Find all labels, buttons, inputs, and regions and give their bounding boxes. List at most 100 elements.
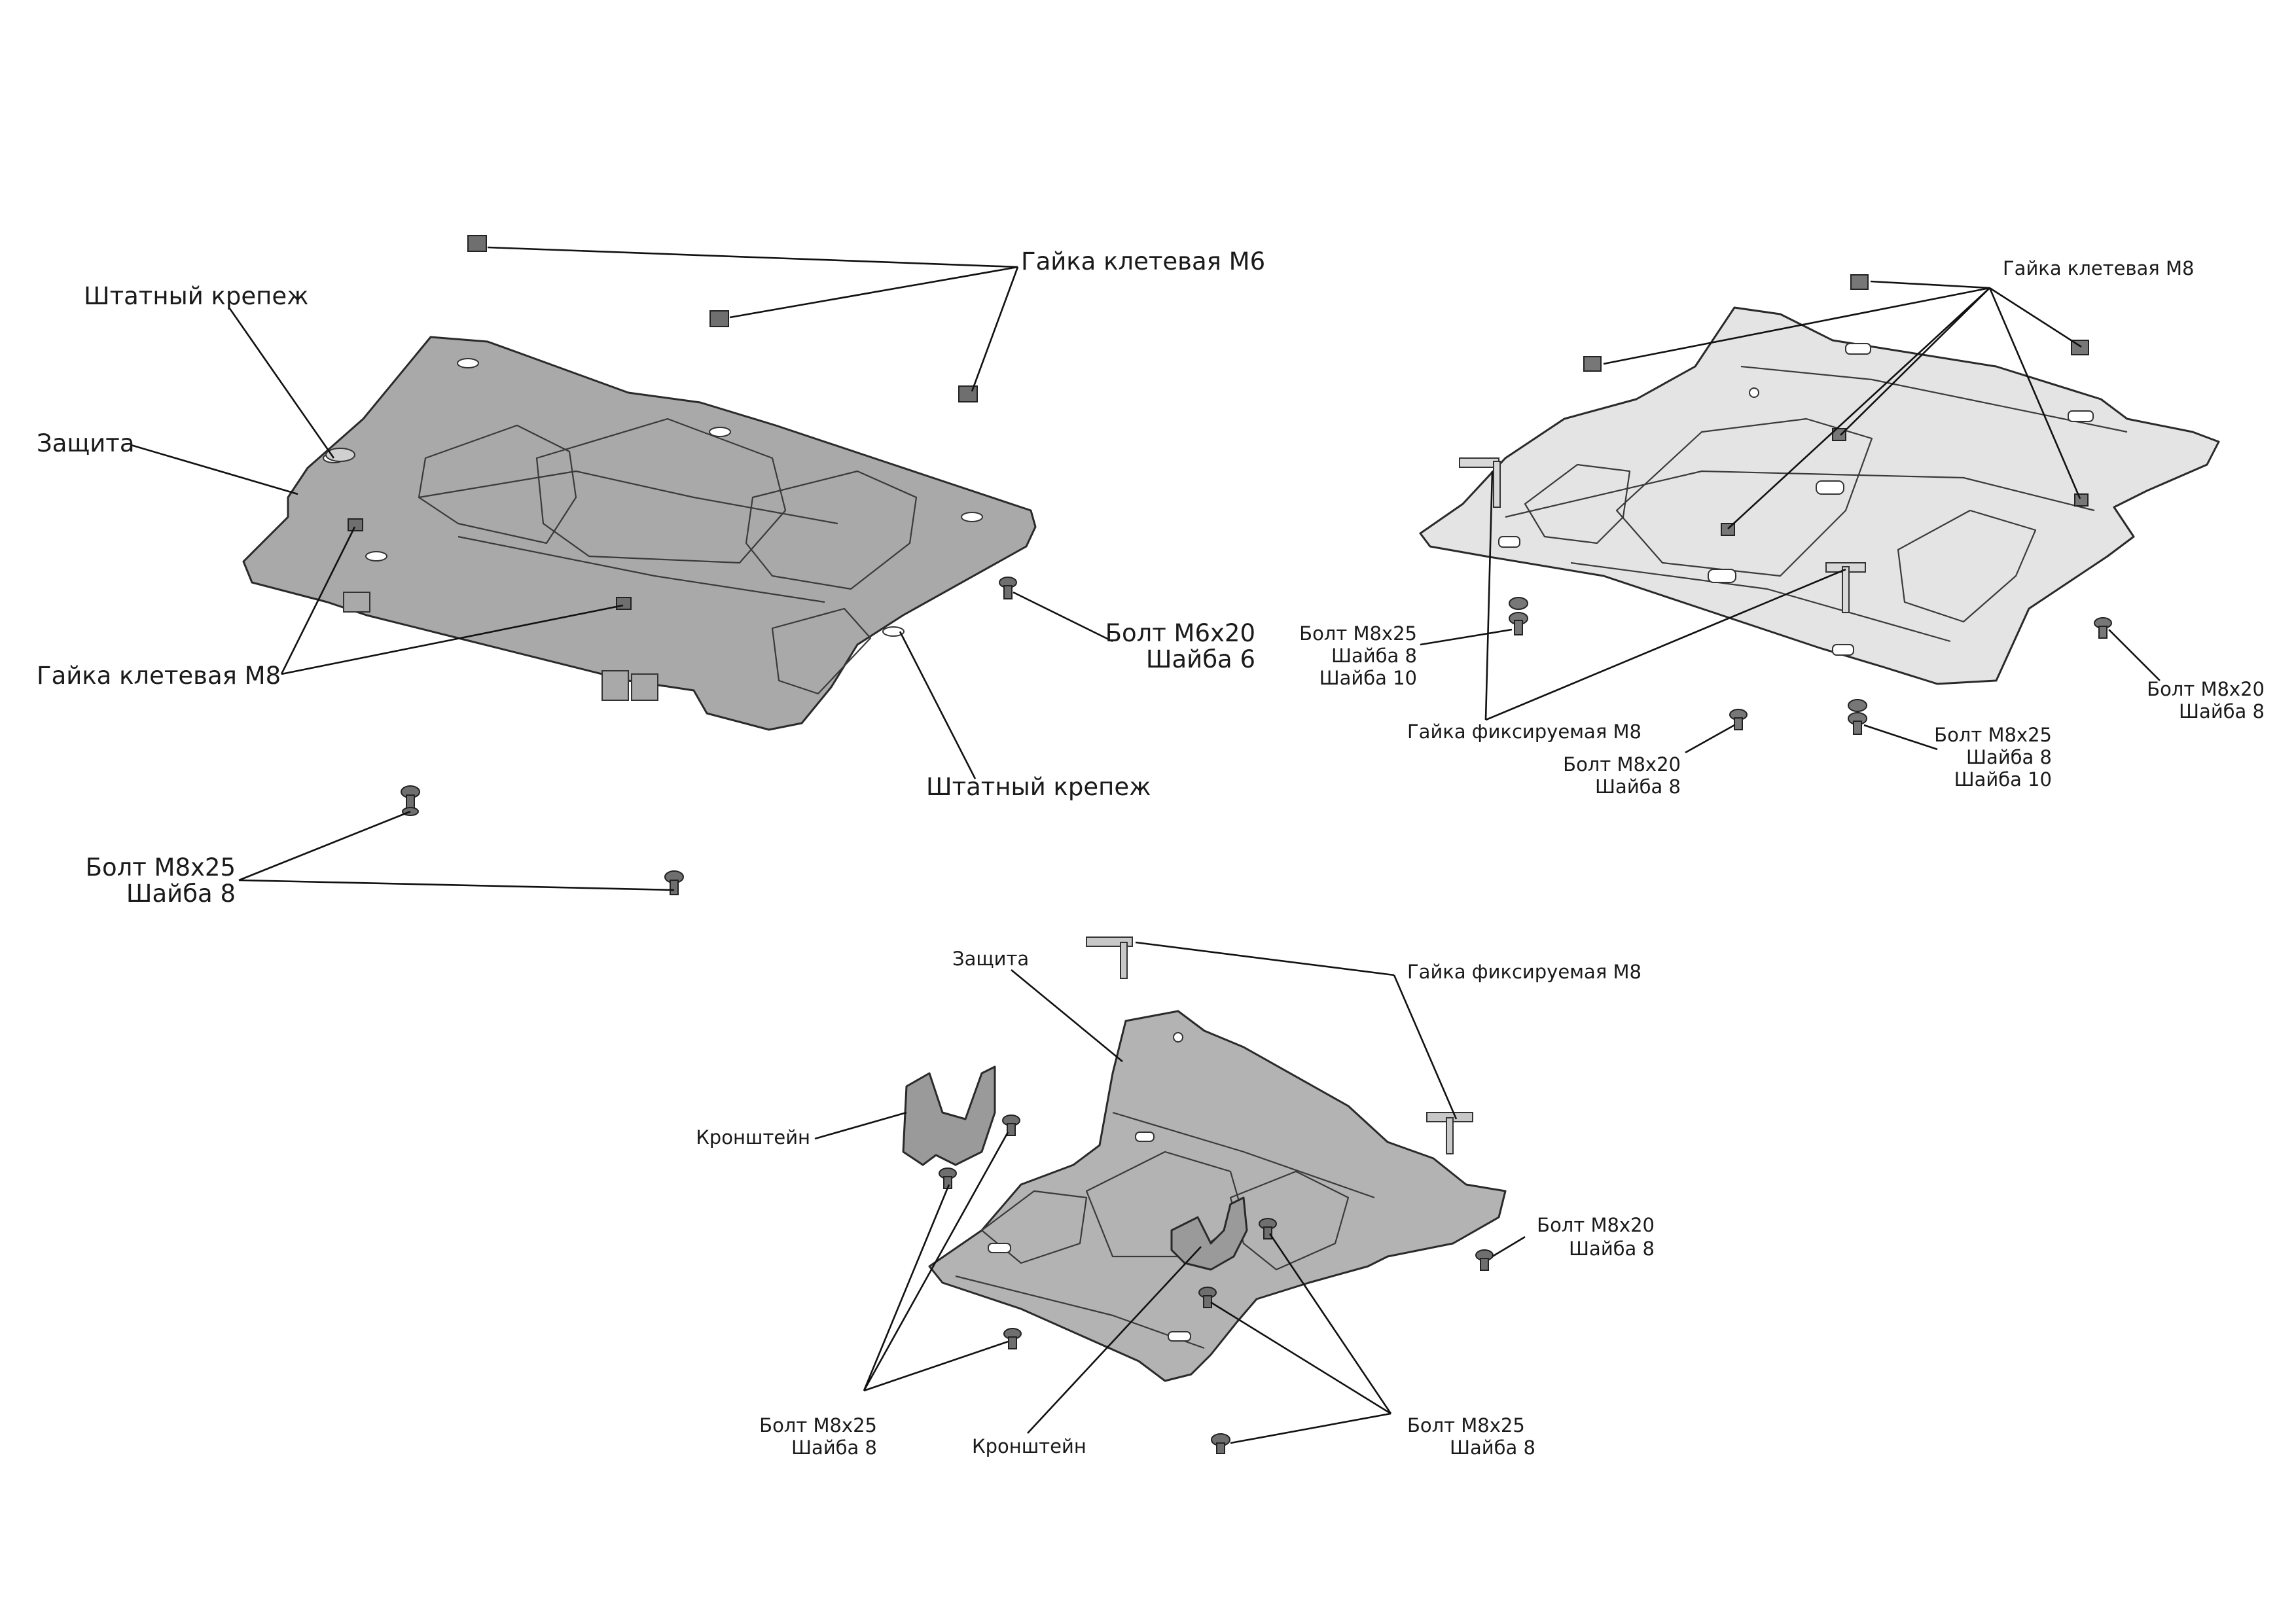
guard-panel-center — [535, 418, 787, 564]
leader-line — [1988, 287, 2081, 499]
guard-panel-right — [745, 470, 918, 590]
leader-line — [238, 879, 675, 891]
leader-line — [1230, 1412, 1391, 1444]
label-bolt-m8x20: Болт М8х20 — [2147, 678, 2265, 700]
slot — [1816, 480, 1844, 495]
label-washer-8: Шайба 8 — [1595, 776, 1681, 798]
leader-line — [1268, 1233, 1392, 1414]
leader-line — [863, 1132, 1009, 1391]
leader-line — [1870, 280, 1990, 289]
label-washer-10: Шайба 10 — [1319, 667, 1417, 689]
bolt-icon — [2094, 617, 2112, 639]
label-washer-8: Шайба 8 — [2179, 700, 2265, 722]
nut-icon — [348, 518, 363, 531]
nut-icon — [1832, 428, 1846, 441]
label-nut-fixed-m8: Гайка фиксируемая М8 — [1407, 961, 1641, 983]
bolt-icon — [1002, 1115, 1020, 1136]
leader-line — [487, 246, 1018, 268]
bolt-icon — [401, 785, 420, 816]
slot — [882, 626, 905, 637]
label-guard: Защита — [37, 429, 135, 457]
leader-line — [1840, 287, 1990, 436]
bolt-icon — [664, 870, 684, 895]
guard-plate-bottom — [928, 1010, 1507, 1382]
fixed-nut-icon — [1086, 936, 1133, 979]
label-bolt-m8x25: Болт М8х25 — [1407, 1414, 1525, 1436]
bolt-icon — [1003, 1328, 1022, 1349]
bolt-icon — [939, 1168, 957, 1189]
leader-line — [1863, 724, 1938, 751]
leader-line — [863, 1340, 1009, 1392]
guard-panel-right — [1229, 1170, 1350, 1271]
leader-line — [971, 266, 1019, 392]
label-bolt-m8x25: Болт М8х25 — [86, 853, 236, 882]
leader-line — [1135, 941, 1395, 976]
guard-panel-left — [980, 1190, 1088, 1264]
slot — [1832, 644, 1854, 656]
leader-line — [1492, 1236, 1526, 1258]
leader-line — [899, 631, 977, 779]
bolt-icon — [1198, 1287, 1217, 1308]
slot — [2068, 410, 2094, 422]
slot — [1135, 1132, 1155, 1142]
leader-line — [729, 266, 1018, 319]
label-washer-10: Шайба 10 — [1954, 768, 2052, 791]
label-nut-cage-m8: Гайка клетевая М8 — [37, 662, 281, 690]
label-standard-fastener: Штатный крепеж — [84, 282, 308, 310]
guard-groove-3 — [1740, 365, 2128, 433]
fixed-nut-icon — [1426, 1112, 1473, 1154]
slot — [1708, 569, 1736, 583]
bolt-icon — [1211, 1433, 1230, 1454]
guard-groove-2 — [418, 470, 838, 525]
slot — [325, 448, 355, 462]
label-nut-cage-m8: Гайка клетевая М8 — [2003, 257, 2194, 279]
tab — [343, 592, 370, 613]
bracket-center — [1170, 1196, 1248, 1271]
label-nut-cage-m6: Гайка клетевая М6 — [1021, 247, 1265, 276]
leader-line — [130, 444, 298, 495]
bolt-icon — [999, 577, 1017, 599]
label-standard-fastener: Штатный крепеж — [926, 773, 1151, 801]
nut-icon — [467, 235, 487, 252]
tab — [631, 673, 658, 701]
leader-line — [1013, 591, 1113, 643]
bolt-icon — [1729, 709, 1748, 730]
nut-icon — [958, 385, 978, 402]
guard-plate-top-right — [1419, 306, 2220, 685]
label-bolt-m8x25: Болт М8х25 — [1299, 622, 1417, 645]
leader-line — [1485, 568, 1846, 721]
hole — [1173, 1032, 1183, 1043]
label-bolt-m8x20: Болт М8х20 — [1563, 753, 1681, 776]
label-bracket: Кронштейн — [696, 1126, 810, 1149]
label-bolt-m8x20: Болт М8х20 — [1537, 1214, 1655, 1236]
leader-line — [1210, 1301, 1391, 1415]
bolt-icon — [1259, 1218, 1277, 1240]
label-washer-8: Шайба 8 — [1450, 1436, 1535, 1459]
label-washer-8: Шайба 8 — [1569, 1238, 1655, 1260]
leader-line — [814, 1111, 907, 1140]
leader-line — [1685, 724, 1735, 754]
guard-panel-right — [1897, 509, 2037, 623]
leader-line — [863, 1184, 950, 1391]
diagram-top-right: Гайка клетевая М8 Болт М8х25 Шайба 8 Шай… — [1299, 257, 2265, 798]
diagram-bottom: Защита Гайка фиксируемая М8 Кронштейн Бо… — [696, 936, 1655, 1459]
label-nut-fixed-m8: Гайка фиксируемая М8 — [1407, 721, 1641, 743]
slot — [988, 1243, 1011, 1253]
slot — [1845, 343, 1871, 355]
leader-line — [280, 526, 356, 675]
leader-line — [1989, 287, 2082, 348]
diagram-top-left: Гайка клетевая М6 Штатный крепеж Защита … — [37, 235, 1265, 908]
hole — [1749, 387, 1759, 398]
nut-icon — [1583, 356, 1602, 372]
label-bolt-m6x20: Болт М6х20 — [1105, 619, 1255, 647]
guard-rear-tab — [771, 607, 872, 695]
label-washer-8: Шайба 8 — [1331, 645, 1417, 667]
label-washer-8: Шайба 8 — [791, 1436, 877, 1459]
label-bracket: Кронштейн — [972, 1435, 1086, 1457]
guard-groove — [457, 535, 825, 603]
label-washer-6: Шайба 6 — [1146, 645, 1255, 673]
leader-line — [1420, 628, 1513, 646]
leader-line — [2108, 629, 2161, 681]
nut-icon — [1850, 274, 1869, 290]
slot — [365, 551, 387, 562]
